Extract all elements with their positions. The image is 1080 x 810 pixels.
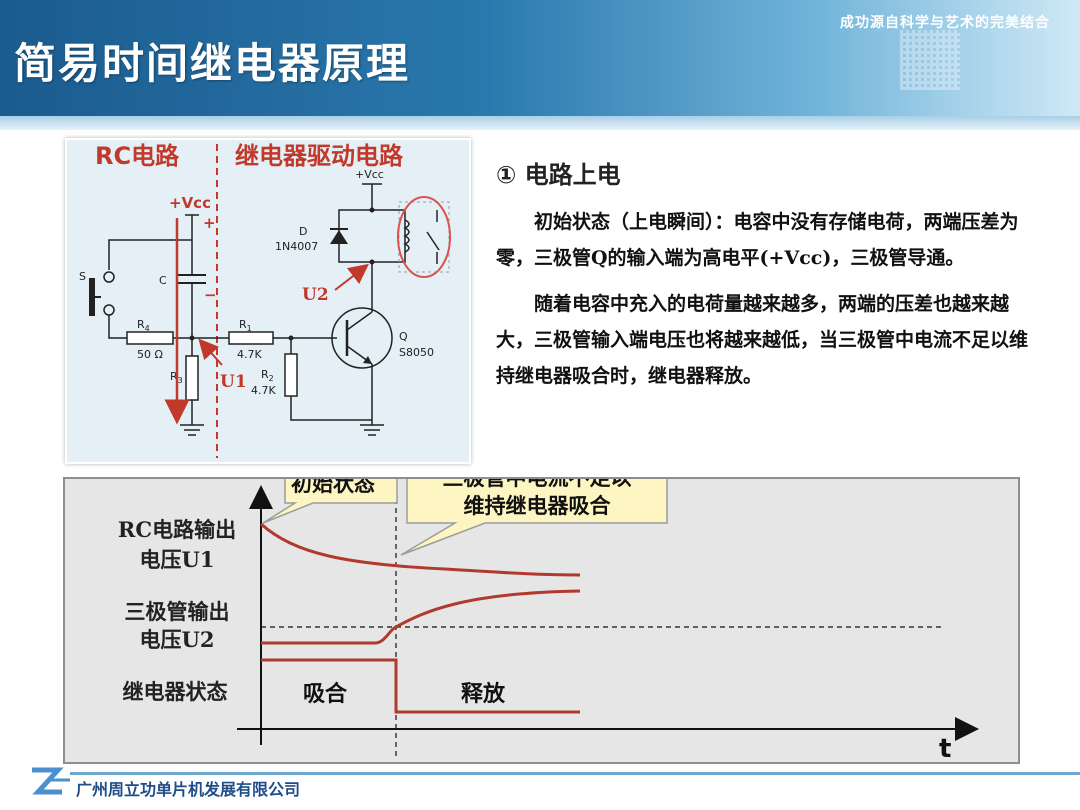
- rc-output-label-2: 电压U1: [140, 547, 215, 572]
- u2-pointer: [334, 263, 369, 291]
- wire-r2-ground: [290, 396, 372, 421]
- footer-rule: [70, 772, 1080, 775]
- callout-current-shape: [400, 479, 668, 556]
- company-name: 广州周立功单片机发展有限公司: [76, 780, 301, 799]
- timing-diagram-panel: t RC电路输出 电压U1 三极管输出 电压U2 继电器状态 吸合 释放 初始状…: [63, 477, 1020, 764]
- transistor-part: S8050: [399, 346, 434, 359]
- r3-name: R3: [170, 370, 183, 385]
- transistor-output-label-1: 三极管输出: [125, 599, 230, 624]
- company-logo-icon: [32, 767, 70, 795]
- section-heading: ① 电路上电: [496, 161, 621, 189]
- rc-circuit-label: RC电路: [95, 142, 180, 170]
- ground-left: [180, 424, 204, 436]
- switch-contact-bottom: [103, 304, 115, 316]
- callout-initial-state: 初始状态: [262, 479, 398, 524]
- wire-diode-loop: [338, 209, 372, 263]
- explanation-text: ① 电路上电 初始状态（上电瞬间）：电容中没有存储电荷，两端压差为零，三极管Q的…: [496, 155, 1036, 404]
- header-slogan: 成功源自科学与艺术的完美结合: [840, 15, 1050, 31]
- circuit-diagram-panel: RC电路 继电器驱动电路 +Vcc + C − S R4 50 Ω R3: [65, 138, 471, 464]
- wire-switch-bottom: [108, 315, 127, 339]
- page-title: 简易时间继电器原理: [14, 39, 411, 88]
- footer: 广州周立功单片机发展有限公司: [0, 764, 1080, 810]
- emitter-arrow: [363, 356, 372, 364]
- transistor-name: Q: [399, 330, 408, 343]
- diode-d: [330, 230, 348, 244]
- relay-driver-label: 继电器驱动电路: [235, 142, 404, 170]
- diode-name: D: [299, 225, 307, 238]
- u1-pointer: [198, 338, 223, 366]
- paragraph-charging: 随着电容中充入的电荷量越来越多，两端的压差也越来越大，三极管输入端电压也将越来越…: [496, 293, 1029, 387]
- rc-output-label-1: RC电路输出: [118, 517, 236, 542]
- transistor-collector: [346, 311, 373, 331]
- relay-state-line: [261, 658, 580, 714]
- relay-state-label: 继电器状态: [123, 679, 228, 704]
- r4-value: 50 Ω: [137, 348, 163, 361]
- resistor-r3: [185, 355, 199, 401]
- rc-output-curve: [260, 522, 581, 577]
- timing-diagram: t RC电路输出 电压U1 三极管输出 电压U2 继电器状态 吸合 释放 初始状…: [118, 479, 979, 762]
- r2-name: R2: [261, 368, 274, 383]
- r1-value: 4.7K: [237, 348, 262, 361]
- resistor-r4: [126, 331, 174, 345]
- r2-value: 4.7K: [251, 384, 276, 397]
- wire-switch-top: [108, 239, 192, 270]
- state-release: 释放: [461, 681, 506, 707]
- r1-name: R1: [239, 318, 252, 333]
- circuit-diagram: RC电路 继电器驱动电路 +Vcc + C − S R4 50 Ω R3: [79, 142, 451, 458]
- resistor-r2: [284, 353, 298, 397]
- callout-initial-text: 初始状态: [291, 479, 375, 496]
- cap-plus-sign: +: [203, 214, 216, 232]
- r4-name: R4: [137, 318, 150, 333]
- relay-highlight-ellipse: [397, 196, 451, 278]
- relay-coil: [403, 219, 410, 253]
- transistor-q: [331, 307, 393, 369]
- callout-current-text-1: 三极管中电流不足以: [443, 479, 632, 490]
- relay-contact-arm: [426, 231, 440, 251]
- switch-contact-top: [103, 271, 115, 283]
- u2-label: U2: [302, 285, 329, 305]
- ground-right: [360, 424, 384, 436]
- callout-current-text-2: 维持继电器吸合: [464, 493, 612, 518]
- header-decoration: [900, 30, 960, 90]
- diode-part: 1N4007: [275, 240, 318, 253]
- u1-label: U1: [220, 372, 247, 392]
- callout-current-insufficient: 三极管中电流不足以 维持继电器吸合: [400, 479, 668, 556]
- switch-button: [89, 278, 95, 316]
- state-pull-in: 吸合: [303, 681, 348, 707]
- callout-initial-shape: [262, 479, 398, 524]
- paragraph-initial-state: 初始状态（上电瞬间）：电容中没有存储电荷，两端压差为零，三极管Q的输入端为高电平…: [496, 211, 1019, 269]
- transistor-output-curve: [261, 589, 581, 645]
- vcc-top-label: +Vcc: [355, 168, 384, 181]
- time-axis-label: t: [939, 734, 951, 762]
- capacitor-label: C: [159, 274, 167, 287]
- header-banner: 简易时间继电器原理 成功源自科学与艺术的完美结合: [0, 0, 1080, 130]
- switch-label: S: [79, 270, 86, 283]
- resistor-r1: [228, 331, 274, 345]
- vcc-left-label: +Vcc: [169, 194, 211, 212]
- cap-minus-sign: −: [204, 286, 217, 304]
- transistor-output-label-2: 电压U2: [140, 627, 215, 652]
- header-strip: [0, 116, 1080, 130]
